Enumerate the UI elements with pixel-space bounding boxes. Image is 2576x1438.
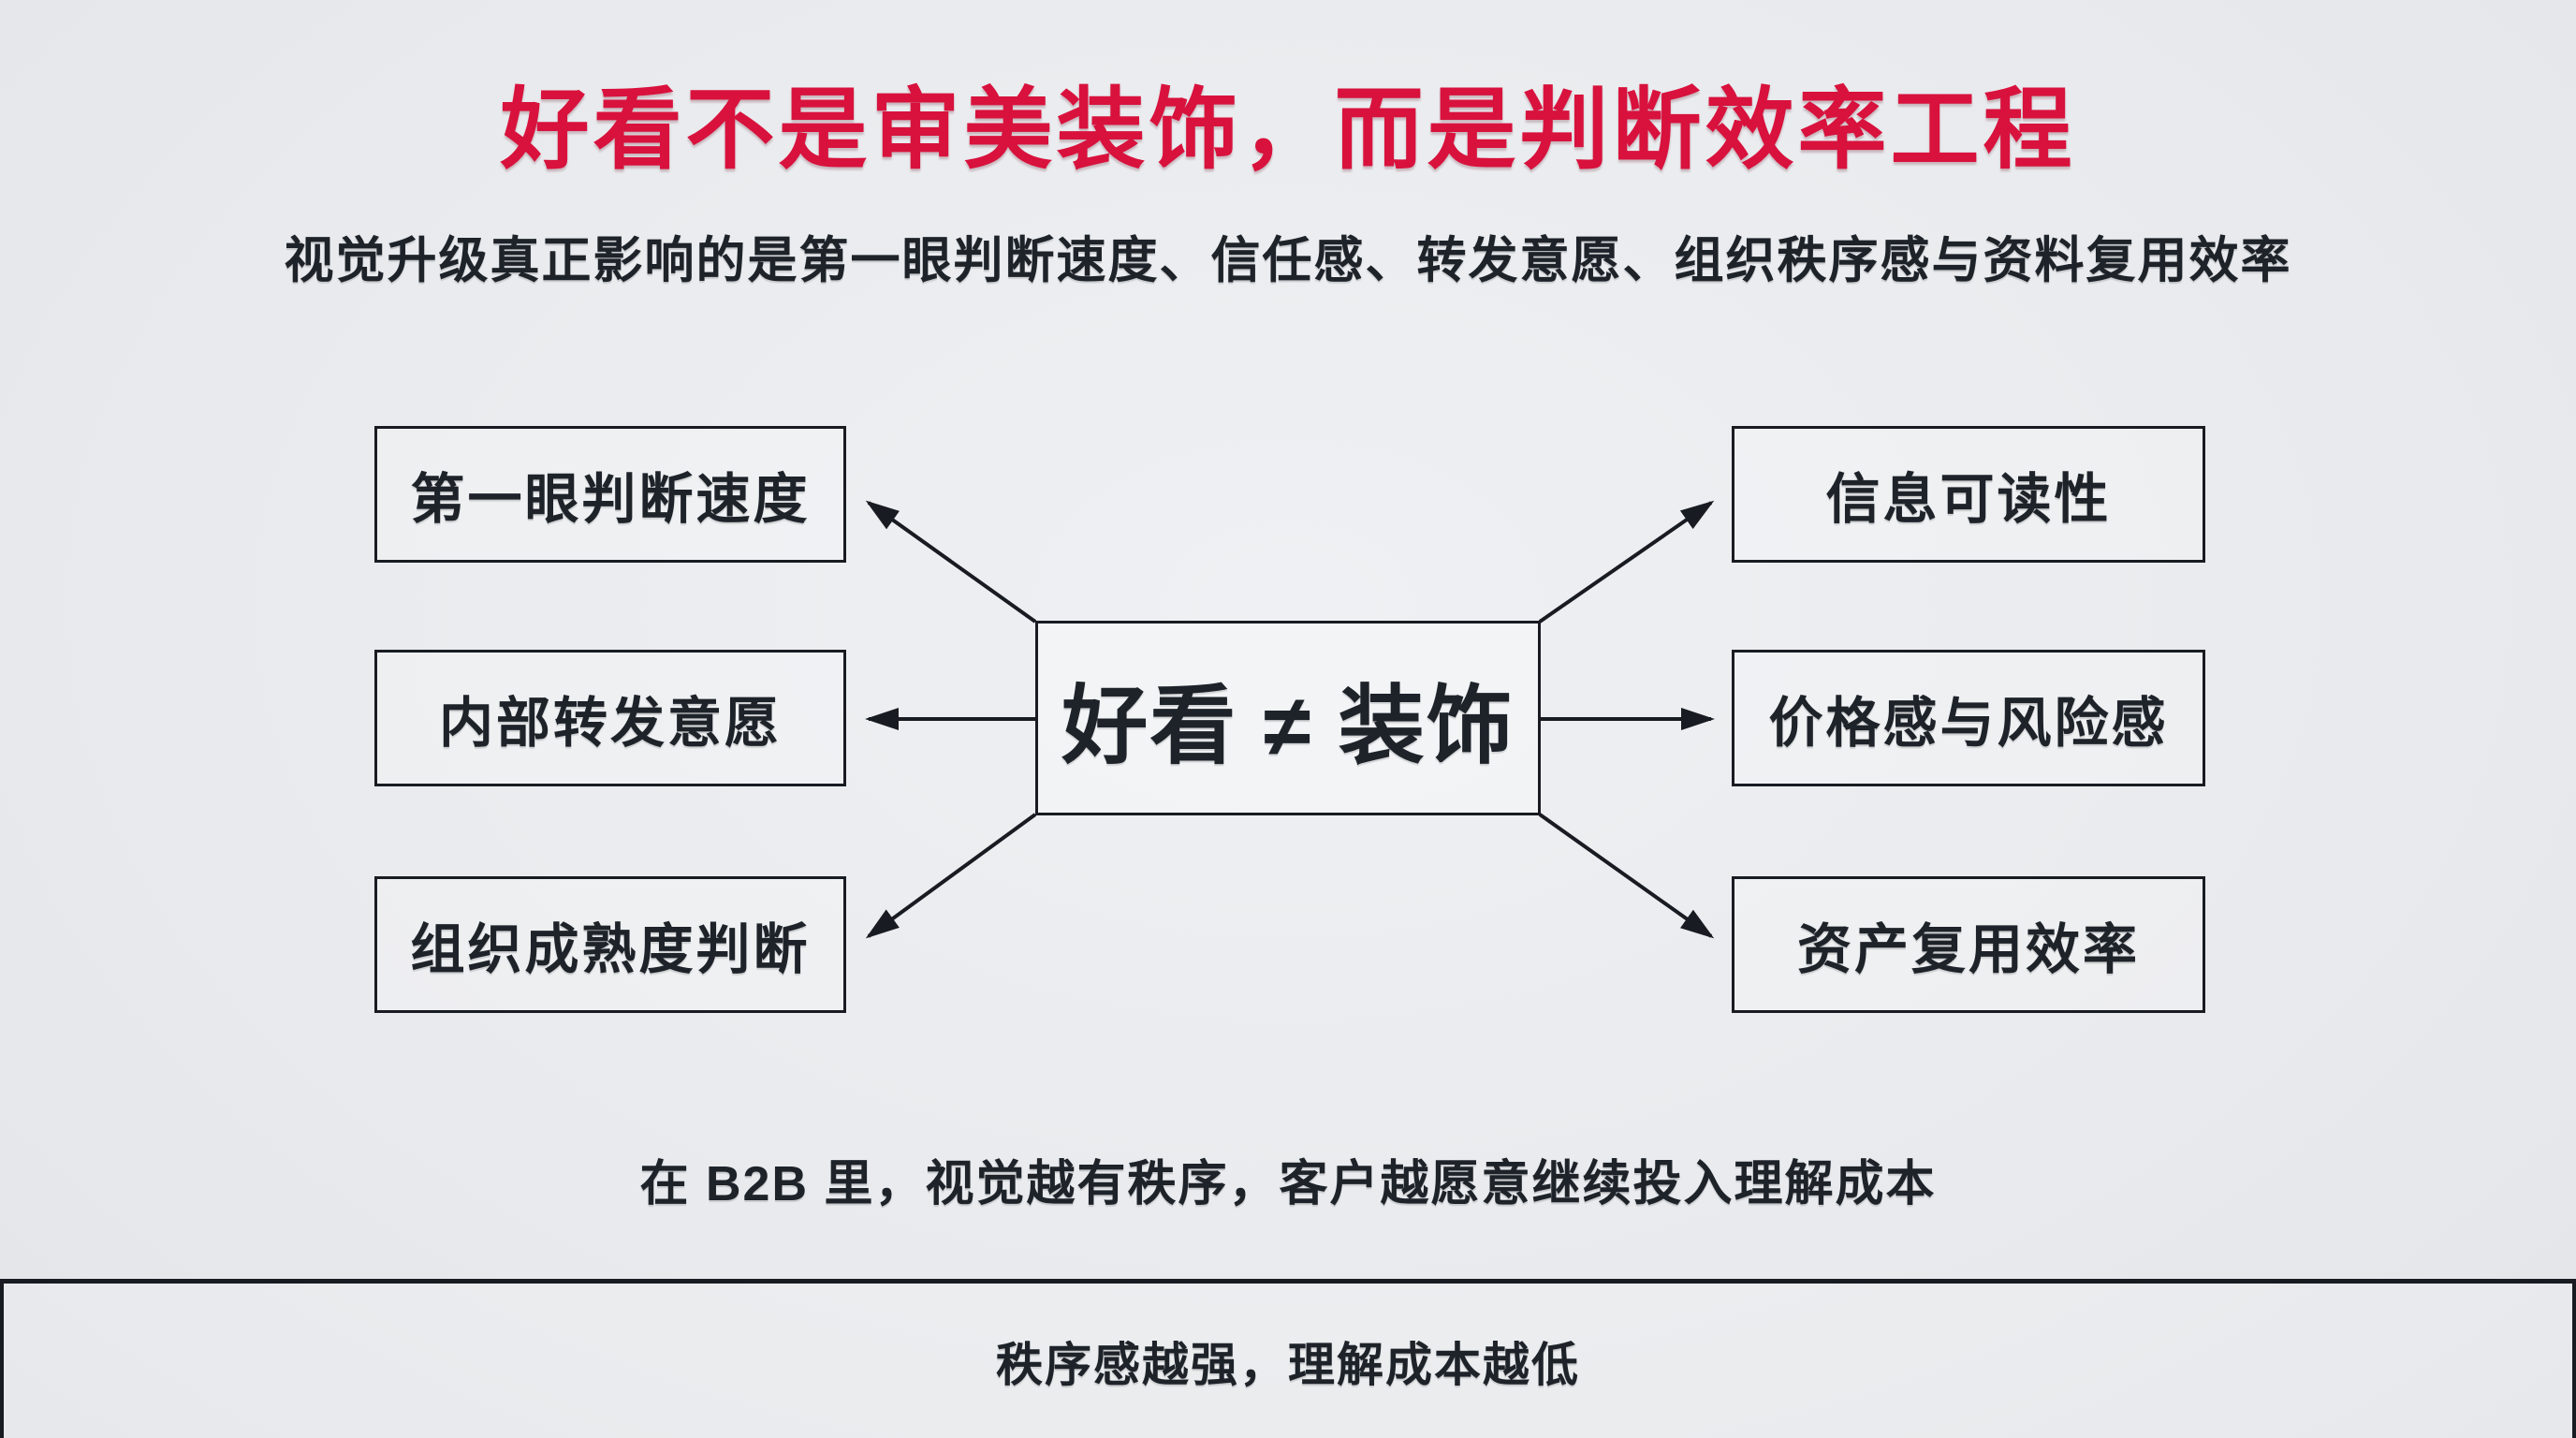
node-label: 价格感与风险感: [1768, 693, 2169, 754]
node-center-claim: 好看 ≠ 装饰: [1035, 621, 1541, 815]
node-information-readability: 信息可读性: [1732, 426, 2205, 563]
page-title: 好看不是审美装饰，而是判断效率工程: [500, 81, 2076, 180]
footer-banner: 秩序感越强，理解成本越低: [0, 1279, 2576, 1438]
node-label: 内部转发意愿: [438, 693, 782, 754]
node-label: 第一眼判断速度: [410, 469, 811, 530]
node-label: 资产复用效率: [1796, 919, 2140, 980]
page-subtitle: 视觉升级真正影响的是第一眼判断速度、信任感、转发意愿、组织秩序感与资料复用效率: [284, 233, 2292, 288]
node-first-glance-judgment-speed: 第一眼判断速度: [374, 426, 846, 563]
node-label: 信息可读性: [1825, 469, 2112, 530]
node-org-maturity-judgment: 组织成熟度判断: [374, 876, 846, 1013]
node-price-risk-perception: 价格感与风险感: [1732, 650, 2205, 786]
node-label: 组织成熟度判断: [410, 919, 811, 980]
node-internal-forwarding-willingness: 内部转发意愿: [374, 650, 846, 786]
footer-text: 秩序感越强，理解成本越低: [996, 1338, 1580, 1391]
center-claim-label: 好看 ≠ 装饰: [1061, 678, 1515, 774]
node-asset-reuse-efficiency: 资产复用效率: [1732, 876, 2205, 1013]
b2b-insight-note: 在 B2B 里，视觉越有秩序，客户越愿意继续投入理解成本: [639, 1157, 1937, 1211]
